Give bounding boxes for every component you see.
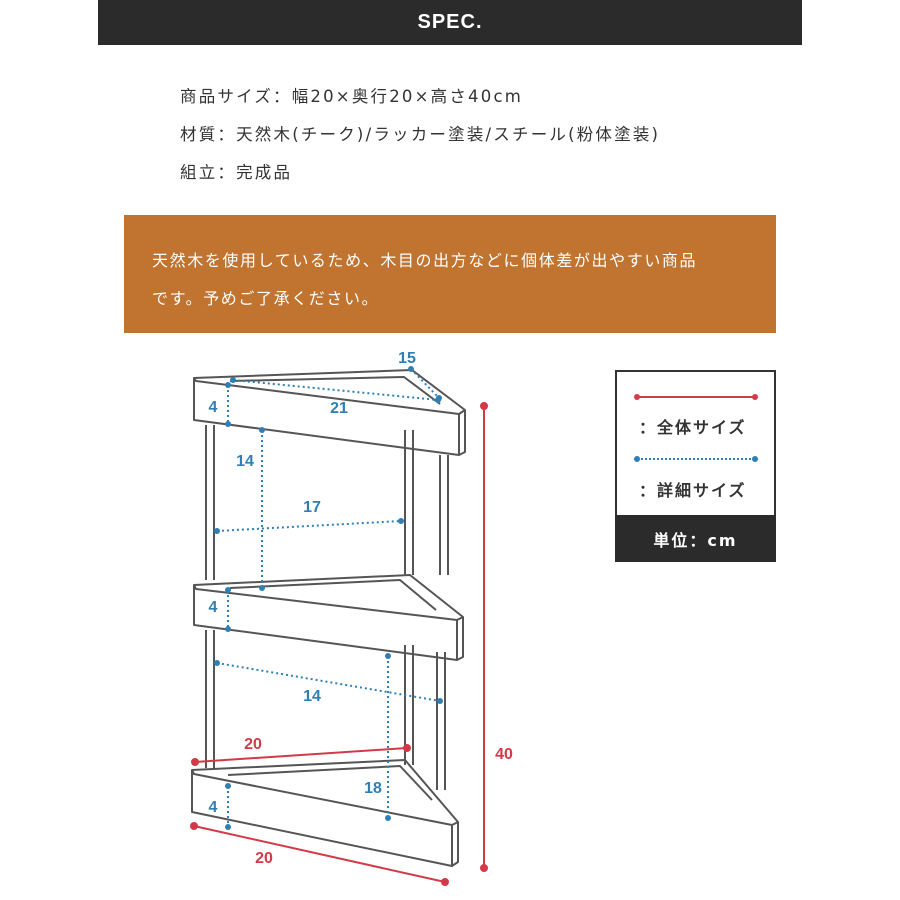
bottom-width-line-upper xyxy=(194,747,408,763)
label-bottom-width-upper: 20 xyxy=(244,736,262,753)
label-bottom-width: 20 xyxy=(255,850,273,867)
label-middle-thickness: 4 xyxy=(209,599,218,616)
top-depth-line xyxy=(410,368,440,399)
top-shelf-inner xyxy=(229,376,441,405)
legend-dot xyxy=(752,456,758,462)
legend-dot xyxy=(634,456,640,462)
header-bar: SPEC. xyxy=(98,0,802,45)
notice-box: 天然木を使用しているため、木目の出方などに個体差が出やすい商品 です。予めご了承… xyxy=(124,215,776,333)
page-title: SPEC. xyxy=(417,11,483,33)
lower-inner-width-line xyxy=(216,662,441,702)
legend-detail-label: ：詳細サイズ xyxy=(639,481,747,500)
top-width-line xyxy=(232,379,439,401)
label-lower-gap: 18 xyxy=(364,780,382,797)
middle-shelf-front xyxy=(193,585,464,661)
legend-unit: 単位：cm xyxy=(615,515,776,562)
label-lower-inner-width: 14 xyxy=(303,688,321,705)
top-shelf-top xyxy=(193,369,466,415)
label-upper-gap: 14 xyxy=(236,453,254,470)
label-top-depth: 15 xyxy=(398,350,416,367)
legend-total-line xyxy=(634,394,758,400)
bottom-shelf-inner xyxy=(227,765,433,801)
bottom-width-line xyxy=(193,825,446,883)
bottom-shelf-top xyxy=(191,759,459,826)
spec-size: 商品サイズ：幅20×奥行20×高さ40cm xyxy=(180,87,523,106)
label-top-thickness: 4 xyxy=(209,399,218,416)
label-bottom-thickness: 4 xyxy=(209,799,218,816)
middle-shelf-top xyxy=(193,574,464,621)
middle-shelf-inner xyxy=(229,579,437,611)
legend-dot xyxy=(634,394,640,400)
notice-line-2: です。予めご了承ください。 xyxy=(152,289,380,308)
legend-detail-line xyxy=(634,456,758,462)
label-upper-inner-width: 17 xyxy=(303,499,321,516)
label-top-width: 21 xyxy=(330,400,348,417)
spec-list: 商品サイズ：幅20×奥行20×高さ40cm 材質：天然木(チーク)/ラッカー塗装… xyxy=(180,80,660,194)
shelf-diagram: 15 21 4 14 17 4 14 20 18 4 20 40 xyxy=(190,350,513,886)
notice-line-1: 天然木を使用しているため、木目の出方などに個体差が出やすい商品 xyxy=(152,251,698,270)
spec-material: 材質：天然木(チーク)/ラッカー塗装/スチール(粉体塗装) xyxy=(180,125,661,144)
upper-inner-width-line xyxy=(216,520,402,532)
label-total-height: 40 xyxy=(495,746,513,763)
legend-box: ：全体サイズ ：詳細サイズ 単位：cm xyxy=(615,370,776,562)
legend-total-label: ：全体サイズ xyxy=(639,418,747,437)
spec-assembly: 組立：完成品 xyxy=(180,163,293,182)
legend-dot xyxy=(752,394,758,400)
